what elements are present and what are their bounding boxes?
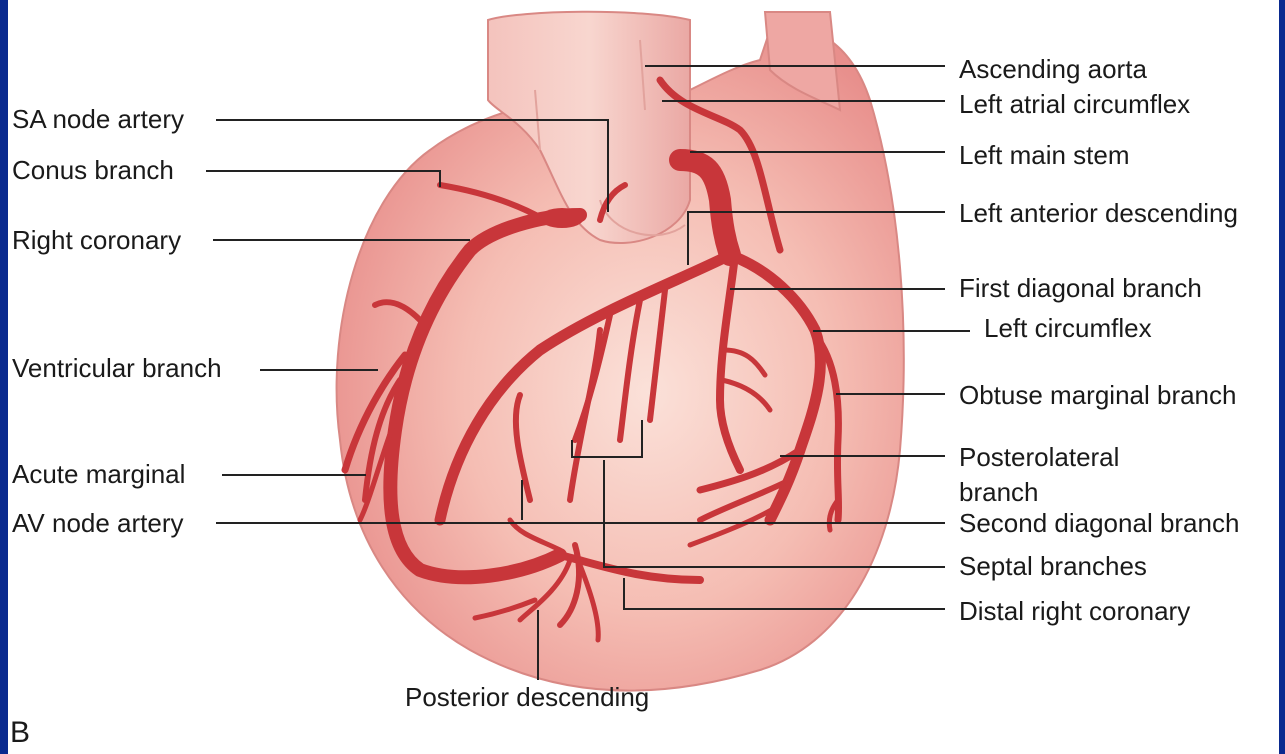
label-left-main-stem: Left main stem (959, 140, 1130, 170)
label-ventricular-branch: Ventricular branch (12, 353, 222, 383)
label-septal-branches: Septal branches (959, 551, 1147, 581)
label-av-node-artery: AV node artery (12, 508, 184, 538)
label-second-diagonal-branch: Second diagonal branch (959, 508, 1239, 538)
label-acute-marginal: Acute marginal (12, 459, 185, 489)
label-conus-branch: Conus branch (12, 155, 174, 185)
label-obtuse-marginal-branch: Obtuse marginal branch (959, 380, 1236, 410)
label-first-diagonal-branch: First diagonal branch (959, 273, 1202, 303)
label-distal-right-coronary: Distal right coronary (959, 596, 1190, 626)
label-left-circumflex: Left circumflex (984, 313, 1152, 343)
label-posterolateral-line2: branch (959, 477, 1039, 507)
label-right-coronary: Right coronary (12, 225, 181, 255)
label-left-atrial-circumflex: Left atrial circumflex (959, 89, 1190, 119)
label-posterior-descending: Posterior descending (405, 682, 649, 712)
label-sa-node-artery: SA node artery (12, 104, 184, 134)
label-posterolateral-line1: Posterolateral (959, 442, 1119, 472)
label-left-anterior-descending: Left anterior descending (959, 198, 1238, 228)
panel-letter: B (10, 718, 30, 748)
figure-frame: Ascending aorta Left atrial circumflex L… (8, 0, 1279, 754)
label-ascending-aorta: Ascending aorta (959, 54, 1147, 84)
